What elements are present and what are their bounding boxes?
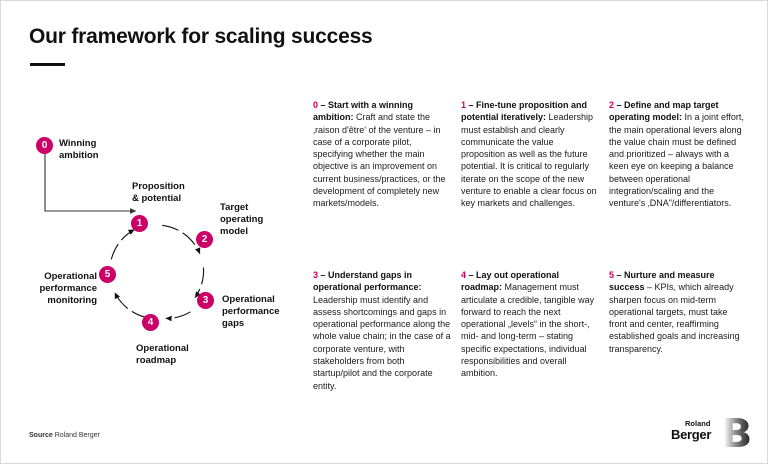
cycle-diagram: 0 Winning ambition 1 Proposition & poten… — [1, 96, 306, 396]
detail-column-4-dash: – — [466, 270, 477, 280]
detail-column-2: 2 – Define and map target operating mode… — [609, 99, 747, 210]
cycle-node-2[interactable]: 2 — [196, 231, 213, 248]
cycle-node-5-label: Operational performance monitoring — [39, 271, 97, 306]
detail-column-5-dash: – — [614, 270, 625, 280]
detail-column-3-body: Leadership must identify and assess shor… — [313, 294, 451, 391]
detail-column-4: 4 – Lay out operational roadmap: Managem… — [461, 269, 599, 380]
cycle-arc-2-3 — [194, 267, 205, 299]
detail-column-5-body: – KPIs, which already sharpen focus on m… — [609, 282, 740, 354]
detail-column-1: 1 – Fine-tune proposition and potential … — [461, 99, 599, 210]
cycle-node-0-label: Winning ambition — [59, 138, 99, 161]
detail-column-0-dash: – — [318, 100, 329, 110]
cycle-node-1-label: Proposition & potential — [132, 181, 185, 204]
detail-column-2-dash: – — [614, 100, 625, 110]
detail-column-5-number: 5 — [609, 270, 615, 280]
logo-wordmark: Roland Berger — [671, 419, 723, 442]
detail-column-1-number: 1 — [461, 100, 467, 110]
source-note: Source Roland Berger — [29, 432, 100, 439]
page-title: Our framework for scaling success — [29, 25, 373, 48]
logo-line-roland: Roland — [685, 419, 711, 428]
detail-column-0: 0 – Start with a winning ambition: Craft… — [313, 99, 451, 210]
cycle-node-2-label: Target operating model — [220, 202, 264, 237]
detail-column-1-lead: Fine-tune proposition and potential iter… — [461, 100, 588, 123]
cycle-node-5[interactable]: 5 — [99, 266, 116, 283]
cycle-arc-4-5 — [114, 292, 148, 319]
cycle-arc-1-2 — [162, 224, 201, 255]
cycle-arc-5-1 — [110, 229, 135, 260]
detail-column-4-body: Management must articulate a credible, t… — [461, 282, 595, 379]
cycle-node-4[interactable]: 4 — [142, 314, 159, 331]
detail-column-3-number: 3 — [313, 270, 319, 280]
cycle-node-3[interactable]: 3 — [197, 292, 214, 309]
cycle-node-3-label: Operational performance gaps — [222, 294, 280, 329]
detail-column-2-number: 2 — [609, 100, 615, 110]
detail-column-4-lead: Lay out operational roadmap: — [461, 270, 560, 293]
source-label: Source — [29, 432, 53, 439]
detail-column-5-lead: Nurture and measure success — [609, 270, 715, 293]
entry-connector-path — [44, 153, 137, 214]
source-value: Roland Berger — [54, 432, 100, 439]
roland-berger-logo: Roland Berger — [671, 415, 750, 451]
detail-column-3-lead: Understand gaps in operational performan… — [313, 270, 422, 293]
detail-column-3-dash: – — [318, 270, 329, 280]
detail-column-5: 5 – Nurture and measure success – KPIs, … — [609, 269, 747, 355]
detail-column-2-body: In a joint effort, the main operational … — [609, 112, 744, 209]
cycle-arc-3-4 — [165, 311, 191, 322]
detail-column-2-lead: Define and map target operating model: — [609, 100, 719, 123]
title-underline-rule — [30, 63, 65, 66]
detail-column-0-body: Craft and state the ‚raison d'être' of t… — [313, 112, 446, 209]
detail-column-1-body: Leadership must establish and clearly co… — [461, 112, 597, 209]
cycle-node-0[interactable]: 0 — [36, 137, 53, 154]
cycle-node-1[interactable]: 1 — [131, 215, 148, 232]
detail-column-0-lead: Start with a winning ambition: — [313, 100, 414, 123]
logo-b-mark-icon — [725, 418, 750, 447]
detail-column-3: 3 – Understand gaps in operational perfo… — [313, 269, 451, 392]
detail-column-1-dash: – — [466, 100, 477, 110]
detail-column-0-number: 0 — [313, 100, 319, 110]
detail-column-4-number: 4 — [461, 270, 467, 280]
cycle-node-4-label: Operational roadmap — [136, 343, 189, 366]
logo-line-berger: Berger — [671, 427, 712, 442]
